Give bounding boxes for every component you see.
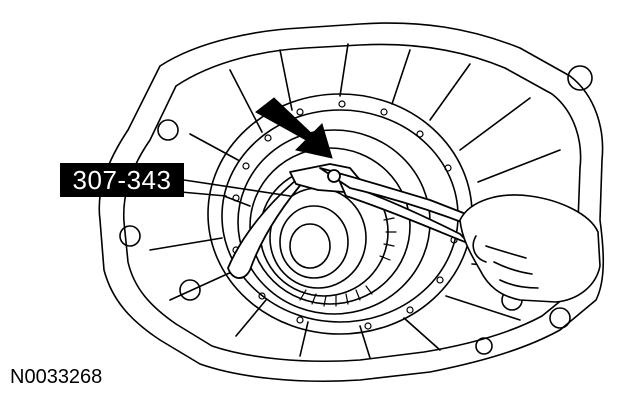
bolt-boss xyxy=(549,307,571,329)
clutch-drum xyxy=(249,147,411,305)
arrow-icon xyxy=(255,97,333,159)
callout-leader xyxy=(183,179,291,197)
bolt-boss xyxy=(157,119,179,141)
figure-id: N0033268 xyxy=(10,366,103,388)
bolt-boss xyxy=(475,337,493,355)
housing-inner xyxy=(122,43,582,363)
tool-number-callout: 307-343 xyxy=(60,163,184,197)
technician-hand xyxy=(459,194,601,303)
bolt-boss xyxy=(119,225,141,247)
bolt-boss xyxy=(567,65,593,91)
leader-line xyxy=(223,195,251,207)
hub xyxy=(279,205,349,279)
snap-ring-pliers xyxy=(227,163,473,279)
snap-ring-teeth xyxy=(299,217,397,307)
housing-outline xyxy=(98,22,605,382)
shaft xyxy=(289,223,331,269)
bolt-boss xyxy=(179,279,201,301)
